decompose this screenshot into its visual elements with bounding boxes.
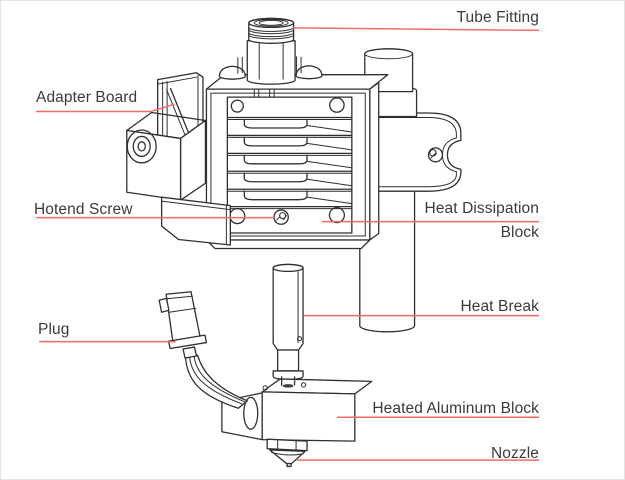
boss-outer-ring [126, 129, 157, 164]
heated-block-drawing [221, 376, 373, 442]
screw-tab-drawing [160, 196, 231, 246]
leader-tube-fitting [293, 27, 540, 32]
tube-fitting-drawing [246, 17, 296, 85]
label-plug: Plug [38, 321, 70, 338]
label-heat-dissipation-line2: Block [500, 224, 539, 241]
mounting-block-drawing [126, 111, 207, 201]
label-hotend-screw: Hotend Screw [34, 201, 133, 218]
label-tube-fitting: Tube Fitting [456, 9, 539, 26]
leader-adapter-board [36, 103, 175, 113]
cable-hole [243, 396, 259, 430]
label-nozzle: Nozzle [491, 445, 539, 462]
hotend-screw-drawing [273, 209, 289, 225]
leader-lines [36, 27, 540, 461]
label-heated-aluminum-block: Heated Aluminum Block [372, 400, 539, 417]
label-heat-break: Heat Break [460, 298, 539, 315]
heat-dissipation-block-drawing [205, 56, 389, 250]
clamp-arm-drawing [376, 112, 462, 192]
clamp-hole [427, 147, 444, 163]
dome-screw-right [295, 65, 323, 80]
dome-screw-left [218, 65, 246, 80]
heat-break-drawing [272, 263, 304, 381]
label-adapter-board: Adapter Board [36, 89, 138, 106]
label-heat-dissipation-line1: Heat Dissipation [424, 200, 539, 217]
nozzle-drawing [266, 438, 308, 468]
cable-drawing [184, 354, 248, 409]
plug-drawing [158, 291, 208, 359]
heatsink-fins [227, 116, 353, 210]
